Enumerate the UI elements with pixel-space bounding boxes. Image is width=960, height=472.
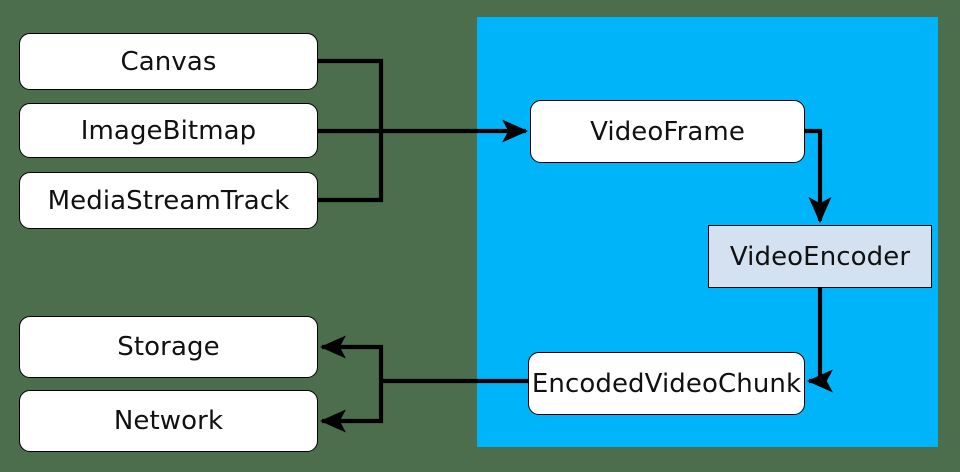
node-imagebitmap[interactable]: ImageBitmap xyxy=(19,103,318,158)
node-imagebitmap-label: ImageBitmap xyxy=(80,115,257,146)
node-videoframe[interactable]: VideoFrame xyxy=(530,100,805,163)
node-videoframe-label: VideoFrame xyxy=(590,116,745,147)
edge-chunk-to-storage xyxy=(319,335,384,381)
node-storage[interactable]: Storage xyxy=(19,316,318,378)
node-mediastreamtrack-label: MediaStreamTrack xyxy=(47,185,290,216)
node-encodedvideochunk[interactable]: EncodedVideoChunk xyxy=(528,352,805,415)
node-canvas[interactable]: Canvas xyxy=(19,33,318,90)
node-videoencoder[interactable]: VideoEncoder xyxy=(708,225,932,288)
edge-canvas-to-videoframe xyxy=(318,58,384,131)
node-videoencoder-label: VideoEncoder xyxy=(729,241,911,272)
node-canvas-label: Canvas xyxy=(120,46,217,77)
edge-mediastreamtrack-to-videoframe xyxy=(318,131,384,203)
node-network[interactable]: Network xyxy=(19,390,318,452)
node-storage-label: Storage xyxy=(117,332,220,362)
edge-chunk-to-network xyxy=(319,381,384,433)
node-network-label: Network xyxy=(113,406,224,436)
node-encodedvideochunk-label: EncodedVideoChunk xyxy=(531,368,802,399)
node-mediastreamtrack[interactable]: MediaStreamTrack xyxy=(19,172,318,229)
